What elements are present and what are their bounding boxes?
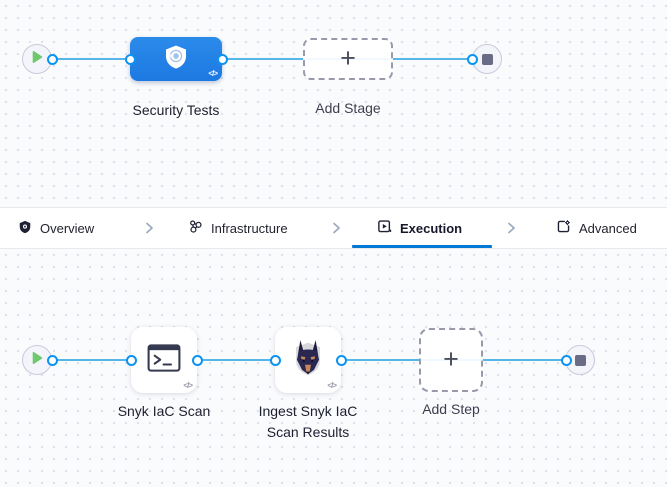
connector-point: [216, 53, 228, 65]
tab-label: Overview: [40, 220, 95, 236]
chevron-right-icon: [503, 220, 519, 241]
connector-point: [125, 354, 137, 366]
play-icon: [31, 50, 43, 69]
add-stage-button[interactable]: +: [303, 38, 393, 80]
connector-point: [46, 354, 58, 366]
stage-security-tests[interactable]: </>: [130, 37, 222, 81]
stage-canvas: [0, 0, 667, 207]
add-step-button[interactable]: +: [419, 328, 483, 392]
stage-config-tabbar: Overview Infrastructure: [0, 207, 667, 249]
add-step-label: Add Step: [422, 401, 480, 417]
tab-overview[interactable]: Overview: [18, 208, 94, 248]
code-badge-icon: </>: [208, 69, 218, 78]
snyk-wolf-icon: [291, 339, 325, 382]
code-badge-icon: </>: [183, 381, 193, 390]
connector-point: [46, 53, 58, 65]
shield-icon: [18, 220, 32, 237]
security-shield-icon: [163, 44, 189, 75]
connector-point: [269, 354, 281, 366]
chevron-right-icon: [141, 220, 157, 241]
step-label: Ingest Snyk IaC Scan Results: [258, 403, 358, 440]
terminal-icon: [147, 343, 181, 377]
add-stage-label: Add Stage: [315, 100, 381, 116]
plus-icon: +: [443, 343, 459, 374]
stage-label: Security Tests: [132, 102, 220, 118]
tab-advanced[interactable]: Advanced: [556, 208, 637, 248]
step-ingest-snyk-results[interactable]: </>: [275, 327, 341, 393]
tab-execution[interactable]: Execution: [377, 208, 462, 248]
stage-flow-line: [52, 58, 472, 60]
tab-label: Advanced: [579, 220, 637, 236]
chevron-right-icon: [328, 220, 344, 241]
active-tab-underline: [352, 245, 492, 248]
step-label: Snyk IaC Scan: [117, 403, 211, 419]
connector-point: [124, 53, 136, 65]
code-badge-icon: </>: [327, 381, 337, 390]
tab-label: Execution: [400, 220, 463, 236]
tab-label: Infrastructure: [211, 220, 288, 236]
connector-point: [191, 354, 203, 366]
play-icon: [31, 351, 43, 370]
tab-infrastructure[interactable]: Infrastructure: [188, 208, 288, 248]
step-snyk-iac-scan[interactable]: </>: [131, 327, 197, 393]
connector-point: [560, 354, 572, 366]
execution-play-square-icon: [377, 219, 392, 237]
stop-icon: [574, 354, 586, 366]
infrastructure-nodes-icon: [188, 219, 203, 237]
connector-point: [335, 354, 347, 366]
connector-point: [466, 53, 478, 65]
advanced-gear-file-icon: [556, 219, 571, 237]
stop-icon: [481, 53, 493, 65]
plus-icon: +: [340, 42, 356, 73]
